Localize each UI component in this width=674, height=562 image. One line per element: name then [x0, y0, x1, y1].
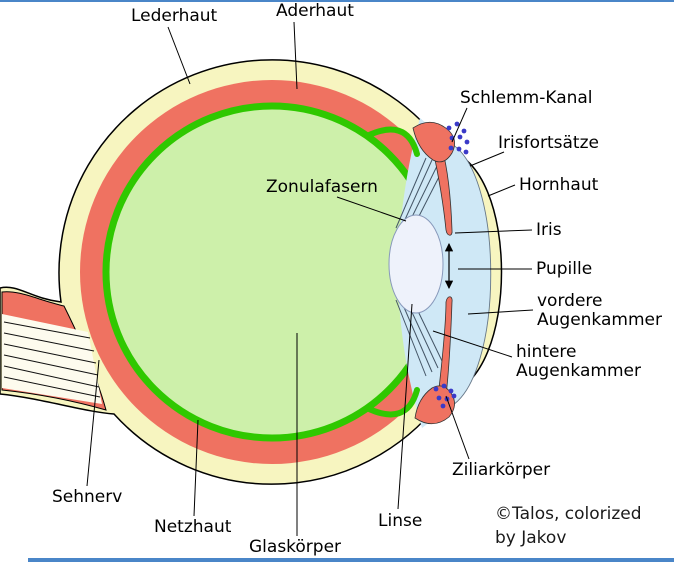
leader-iris [454, 229, 533, 234]
leader-netzhaut [193, 419, 199, 517]
nerve-fiber-line [3, 365, 100, 388]
cornea-inner-edge [447, 141, 492, 409]
dot [454, 121, 460, 127]
window-top-border [0, 0, 674, 2]
dot [461, 128, 467, 134]
leader-lederhaut [167, 26, 191, 85]
nerve-fiber-line [3, 321, 91, 339]
dot [456, 146, 462, 152]
retina-hook-lower [364, 387, 420, 418]
leader-linse [397, 303, 413, 510]
label-ziliarkoerper: Ziliarkörper [452, 460, 550, 480]
label-lederhaut: Lederhaut [131, 6, 218, 26]
nerve-fiber-line [3, 343, 97, 364]
label-glaskoerper: Glaskörper [249, 537, 341, 557]
retina-hook-upper [364, 126, 420, 157]
nerve-fiber-line [3, 332, 95, 352]
dot [440, 403, 446, 409]
leader-hintere-augenkammer [432, 330, 513, 358]
zonular-fiber-line [415, 306, 444, 364]
leader-sehnerv [86, 359, 100, 487]
dot [451, 393, 457, 399]
window-bottom-border [28, 558, 674, 562]
label-vordere-augenkammer-line2: Augenkammer [537, 310, 662, 330]
leader-irisfortsaetze [469, 151, 505, 167]
zonular-fiber-line [395, 299, 427, 377]
label-irisfortsaetze: Irisfortsätze [498, 133, 599, 153]
credit-line1: ©Talos, colorized [495, 504, 642, 524]
label-sehnerv: Sehnerv [52, 487, 122, 507]
ciliary-body-upper [412, 121, 455, 163]
dot [464, 139, 470, 145]
eye-chambers [398, 118, 491, 428]
leader-ziliarkoerper [445, 395, 470, 460]
zonular-fiber-line [409, 307, 439, 369]
label-vordere-augenkammer-line1: vordere [537, 291, 602, 311]
dot [457, 134, 463, 140]
label-zonulafasern: Zonulafasern [266, 177, 378, 197]
lens-shape [388, 214, 444, 314]
dot [441, 383, 447, 389]
label-aderhaut: Aderhaut [276, 1, 354, 21]
label-hintere-augenkammer-line1: hintere [516, 342, 576, 362]
leader-vordere-augenkammer [467, 309, 534, 315]
nerve-fiber-line [3, 354, 99, 376]
labels: Lederhaut Aderhaut Schlemm-Kanal Irisfor… [52, 1, 662, 557]
leader-schlemm-kanal [451, 107, 468, 143]
leader-aderhaut [293, 21, 298, 90]
zonular-fiber-line [409, 163, 439, 222]
label-leader-lines [86, 21, 534, 536]
label-schlemm-kanal: Schlemm-Kanal [460, 88, 593, 108]
nerve-fiber-line [3, 376, 101, 398]
dot [436, 395, 442, 401]
label-iris: Iris [536, 220, 562, 240]
label-netzhaut: Netzhaut [154, 517, 232, 537]
dot [433, 386, 439, 392]
zonular-fiber-line [402, 304, 433, 373]
zonular-fiber-line [402, 159, 433, 225]
leader-zonulafasern [336, 196, 407, 222]
label-pupille: Pupille [536, 259, 592, 279]
dot [448, 145, 454, 151]
label-hornhaut: Hornhaut [519, 175, 599, 195]
dot [448, 388, 454, 394]
leader-hornhaut [487, 184, 516, 197]
label-hintere-augenkammer-line2: Augenkammer [516, 361, 641, 381]
zonular-fiber-line [395, 157, 427, 229]
optic-nerve-fiber-lines [3, 321, 101, 398]
dot [463, 149, 469, 155]
zonular-fibers [395, 157, 444, 377]
label-linse: Linse [378, 511, 422, 531]
dot [446, 125, 452, 131]
retina-and-vitreous [102, 102, 442, 442]
ciliary-dots-lower [433, 383, 457, 409]
credit-line2: by Jakov [495, 528, 566, 548]
schlemm-canal-dots [446, 121, 470, 155]
